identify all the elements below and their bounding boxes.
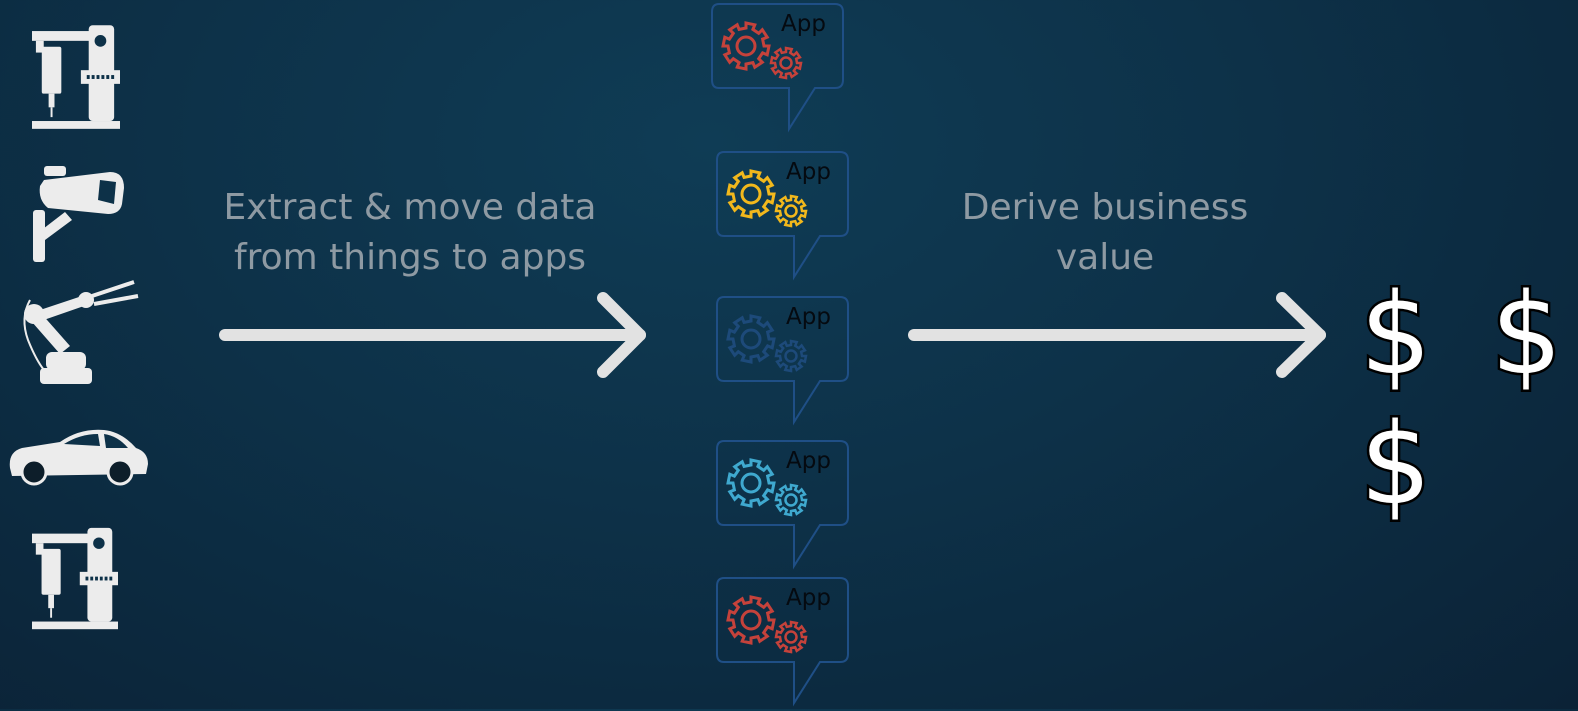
app-label: App <box>786 159 831 185</box>
robotic-arm-icon <box>23 280 139 384</box>
app-bubble: App <box>716 440 850 574</box>
small-gear-icon <box>774 483 808 517</box>
car-icon <box>9 429 148 486</box>
small-gear-icon <box>769 46 803 80</box>
extract-move-data-label: Extract & move data from things to apps <box>205 183 615 283</box>
label-line: Derive business <box>961 187 1249 228</box>
gear-icon <box>721 21 771 71</box>
gear-icon <box>726 458 776 508</box>
label-line: from things to apps <box>233 237 587 278</box>
security-camera-icon <box>33 166 124 262</box>
label-line: value <box>1055 237 1155 278</box>
gear-icon <box>726 169 776 219</box>
derive-business-value-label: Derive business value <box>935 183 1275 283</box>
app-label: App <box>786 448 831 474</box>
dollar-signs: $ $ $ <box>1358 268 1575 533</box>
app-bubble: App <box>711 3 845 137</box>
speech-bubble-outline <box>716 440 849 570</box>
arrow-things-to-apps <box>219 292 646 378</box>
speech-bubble-outline <box>711 3 844 133</box>
app-bubble: App <box>716 151 850 285</box>
gear-icon <box>726 595 776 645</box>
speech-bubble-outline <box>716 151 849 281</box>
app-bubble: App <box>716 296 850 430</box>
speech-bubble-outline <box>716 296 849 426</box>
small-gear-icon <box>774 620 808 654</box>
app-label: App <box>786 585 831 611</box>
small-gear-icon <box>774 339 808 373</box>
app-label: App <box>781 11 826 37</box>
app-bubble: App <box>716 577 850 711</box>
small-gear-icon <box>774 194 808 228</box>
gear-icon <box>726 314 776 364</box>
arrow-apps-to-value <box>908 292 1326 378</box>
speech-bubble-outline <box>716 577 849 707</box>
label-line: Extract & move data <box>223 187 597 228</box>
app-label: App <box>786 304 831 330</box>
